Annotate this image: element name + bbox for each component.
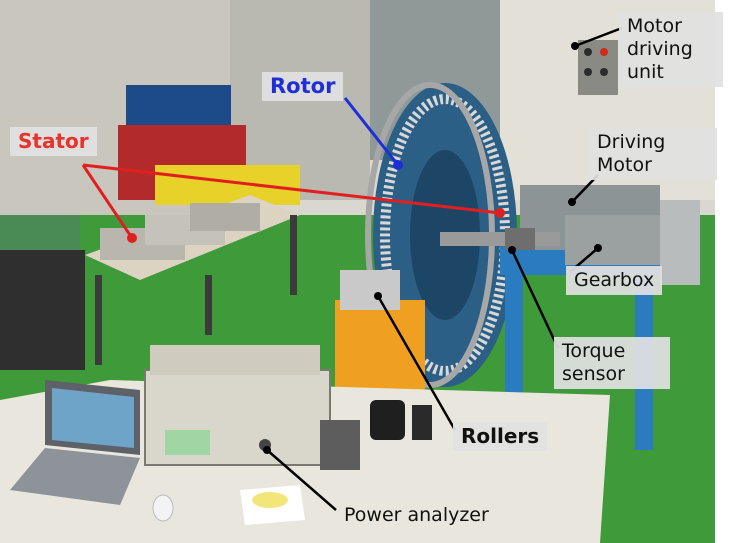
stator-pointer-line [81,164,134,239]
control-panel [578,40,618,95]
gearbox-pointer-dot [594,244,602,252]
stator-module [190,203,260,231]
motor-driving-unit-line2: driving [627,38,693,60]
stator-pointer-dot [127,233,137,243]
torque-sensor-label: Torque sensor [554,337,670,389]
motor-driving-unit-line3: unit [627,61,664,83]
dark-rack [0,250,85,370]
torque-sensor-body [505,228,535,250]
torque-sensor-pointer-line [510,249,560,349]
rotor-pointer-line [343,97,400,166]
yellow-paper-item [252,492,288,508]
rollers-pointer-line [376,295,457,431]
roller-housing [340,270,400,310]
probe-tool [412,405,432,440]
power-analyzer-label: Power analyzer [344,504,489,526]
gearbox-body [565,215,660,265]
stator-pointer-line [82,163,501,215]
table-leg [205,275,212,335]
power-analyzer-pointer-line [266,449,337,511]
handheld-device [370,400,405,440]
driving-motor-line1: Driving [597,131,666,153]
motor-driving-unit-label: Motor driving unit [619,12,723,87]
motor-unit-pointer-line [574,26,623,48]
blue-toolbox [126,85,231,125]
cables [320,420,360,470]
driving-motor-line2: Motor [597,154,652,176]
control-button [584,48,592,56]
yellow-tray [155,165,300,205]
control-button [600,48,608,56]
rotor-pointer-dot [393,160,403,170]
laptop-screen [52,388,134,448]
table-leg [95,275,102,365]
table-leg [290,215,297,295]
torque-sensor-line2: sensor [562,363,625,385]
rollers-pointer-dot [374,292,382,300]
analyzer-display [165,430,210,455]
control-button [584,68,592,76]
motor-driving-unit-line1: Motor [627,15,682,37]
right-margin [715,0,738,543]
motor-unit-pointer-dot [571,42,579,50]
driving-motor-pointer-dot [568,198,576,206]
stator-pointer-dot [495,208,505,218]
stator-label: Stator [10,127,97,156]
gearbox-label: Gearbox [566,266,663,295]
driving-motor-label: Driving Motor [589,128,717,180]
rollers-label: Rollers [453,422,548,451]
motor-end-cap [660,200,700,285]
power-analyzer-pointer-dot [263,446,271,454]
rotor-label: Rotor [262,72,344,101]
orange-support-block [335,300,425,395]
computer-mouse [152,494,174,522]
laptop-keyboard [10,448,140,505]
control-button [600,68,608,76]
torque-sensor-line1: Torque [562,340,626,362]
torque-sensor-pointer-dot [508,246,516,254]
shaft [440,232,560,246]
analyzer-top-module [150,345,320,375]
